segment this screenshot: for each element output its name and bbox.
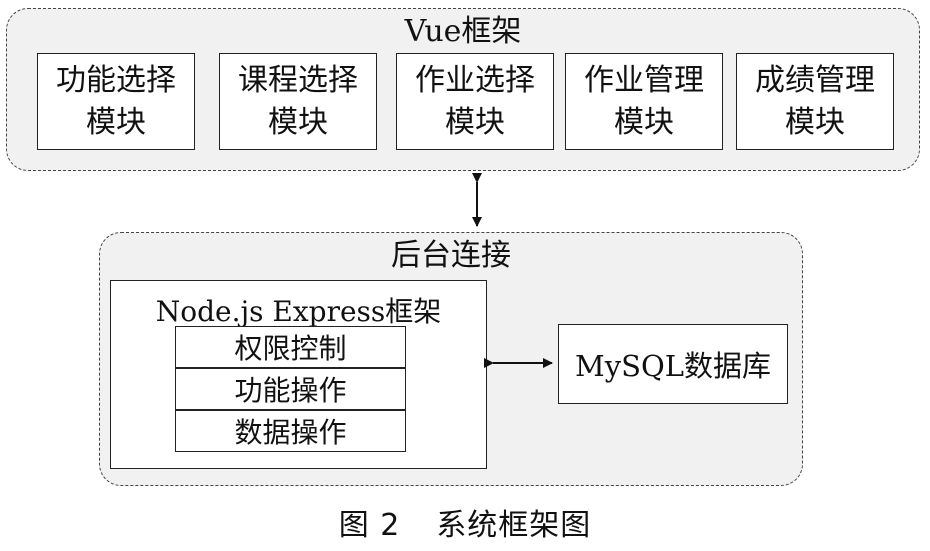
vue-framework-title: Vue框架 bbox=[404, 14, 522, 49]
module-label-line2: 模块 bbox=[785, 104, 845, 140]
module-label-line1: 课程选择 bbox=[238, 62, 358, 98]
module-label-line1: 成绩管理 bbox=[755, 62, 875, 98]
mysql-database-box: MySQL数据库 bbox=[558, 324, 788, 404]
module-label-line2: 模块 bbox=[86, 104, 146, 140]
module-label-line2: 模块 bbox=[445, 104, 505, 140]
module-label-line1: 作业管理 bbox=[584, 62, 704, 98]
mysql-database-label: MySQL数据库 bbox=[575, 349, 771, 383]
figure-title: 系统框架图 bbox=[436, 508, 592, 543]
figure-caption: 图 2 系统框架图 bbox=[0, 500, 930, 544]
module-label-line2: 模块 bbox=[268, 104, 328, 140]
backend-connection-title: 后台连接 bbox=[391, 238, 511, 273]
layer-function-operation: 功能操作 bbox=[175, 368, 406, 410]
express-framework-title: Node.js Express框架 bbox=[155, 295, 442, 328]
module-homework-manage: 作业管理模块 bbox=[565, 53, 723, 150]
module-course-select: 课程选择模块 bbox=[219, 53, 377, 150]
module-grade-manage: 成绩管理模块 bbox=[736, 53, 894, 150]
module-label-line2: 模块 bbox=[614, 104, 674, 140]
layer-data-operation: 数据操作 bbox=[175, 410, 406, 452]
module-homework-select: 作业选择模块 bbox=[396, 53, 554, 150]
module-label-line1: 作业选择 bbox=[415, 62, 535, 98]
figure-number: 图 2 bbox=[338, 508, 401, 543]
module-label-line1: 功能选择 bbox=[56, 62, 176, 98]
module-function-select: 功能选择模块 bbox=[37, 53, 195, 150]
layer-permission-control: 权限控制 bbox=[175, 326, 406, 368]
